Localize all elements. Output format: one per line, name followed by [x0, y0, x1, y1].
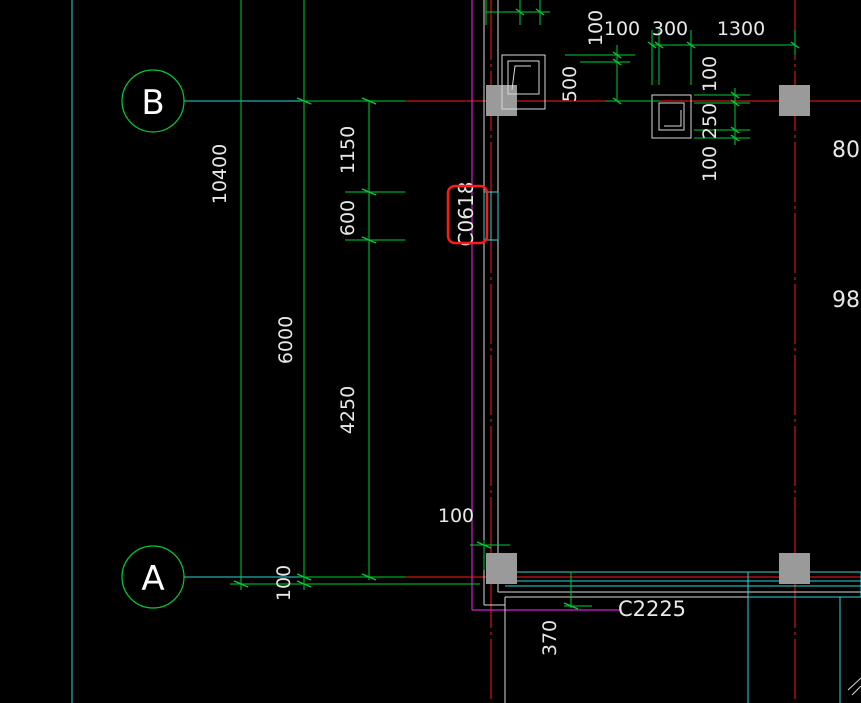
column-a1 [486, 553, 517, 584]
shaft-box-1 [501, 54, 546, 110]
dim-text-1150: 1150 [337, 126, 359, 174]
highlight-box-c0618 [446, 184, 489, 245]
window-label-c2225: C2225 [618, 597, 686, 621]
axis-label-a: A [141, 559, 164, 599]
shaft-symbol-1 [511, 65, 531, 91]
dim-text-top-500: 500 [559, 66, 581, 102]
hatch-line [847, 677, 861, 691]
dim-text-top-1300: 1300 [717, 18, 765, 40]
axis-bubble-a: A [121, 545, 185, 609]
dim-text-370: 370 [539, 620, 561, 656]
dim-text-6000: 6000 [275, 316, 297, 364]
shaft-box-2 [651, 94, 692, 139]
dim-text-100-bottom: 100 [273, 565, 295, 601]
axis-label-b: B [141, 83, 164, 123]
dim-text-top-300: 300 [652, 18, 688, 40]
shaft-symbol-2 [664, 110, 682, 127]
dim-text-edge-98: 98. [832, 288, 861, 313]
window-label-c0618: C0618 [454, 182, 478, 247]
hatch-line-2 [851, 685, 861, 696]
dimension-lines [230, 0, 796, 608]
dim-text-right-100-a: 100 [699, 56, 721, 92]
dimension-ticks [233, 8, 800, 610]
axis-bubble-b: B [121, 69, 185, 133]
column-a2 [779, 553, 810, 584]
dim-text-top-100-a: 100 [585, 10, 607, 46]
column-b2 [779, 85, 810, 116]
shaft-box-1-inner [507, 60, 540, 95]
dim-text-top-100-b: 100 [604, 18, 640, 40]
dim-text-right-250: 250 [699, 103, 721, 139]
dim-text-100-left: 100 [438, 505, 474, 527]
dim-text-600: 600 [337, 200, 359, 236]
dim-text-edge-80: 80. [832, 138, 861, 163]
dim-text-right-100-b: 100 [699, 146, 721, 182]
dim-text-4250: 4250 [337, 386, 359, 434]
dim-text-10400: 10400 [209, 144, 231, 204]
shaft-box-2-inner [658, 102, 685, 131]
